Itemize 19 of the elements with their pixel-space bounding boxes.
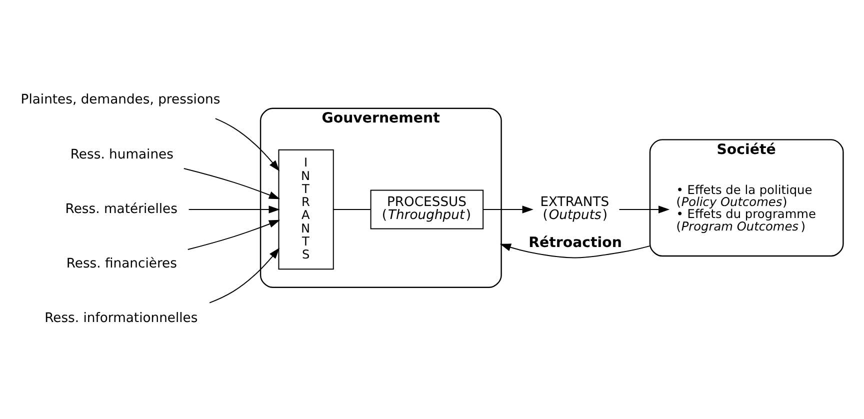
connector bbox=[333, 209, 370, 210]
arrow bbox=[209, 248, 280, 304]
edge-label: Rétroaction bbox=[528, 235, 622, 252]
node-text: Ress. informationnelles bbox=[44, 311, 198, 326]
node-text: EXTRANTS (Outputs) bbox=[540, 194, 610, 224]
arrow bbox=[619, 206, 670, 214]
node-text: Plaintes, demandes, pressions bbox=[20, 92, 220, 108]
arrow bbox=[184, 168, 280, 200]
node-text: Ress. humaines bbox=[70, 147, 174, 162]
arrow bbox=[188, 206, 280, 214]
node-text: Ress. matérielles bbox=[65, 202, 178, 217]
node-text: • Effets de la politique (Policy Outcomes) • Effets du programme (Program Outcomes) bbox=[676, 182, 816, 234]
arrow bbox=[188, 220, 280, 250]
arrow bbox=[215, 118, 280, 172]
arrow bbox=[500, 244, 650, 258]
node-text: Ress. financières bbox=[66, 256, 177, 272]
arrow bbox=[483, 206, 534, 214]
node-box: INTRANTS bbox=[278, 149, 334, 270]
node-box: PROCESSUS (Throughput) bbox=[370, 190, 484, 230]
